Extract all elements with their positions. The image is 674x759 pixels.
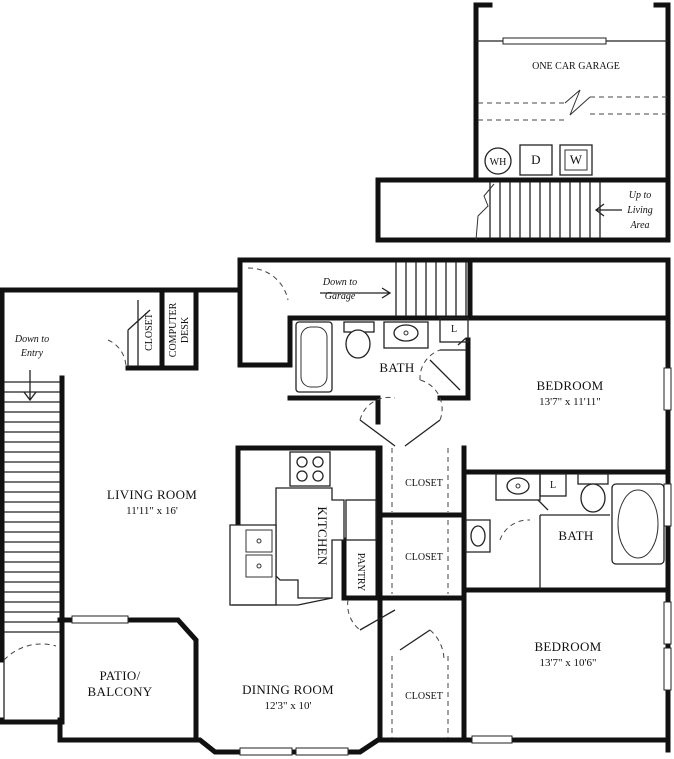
living-room-size: 11'11" x 16' (126, 505, 178, 517)
down-to-entry-note-2: Entry (20, 348, 44, 359)
patio-label-1: PATIO/ (99, 668, 140, 683)
dining-room-name: DINING ROOM (242, 682, 334, 697)
room-labels: CLOSET COMPUTER DESK BATH L BEDROOM 13'7… (88, 302, 604, 712)
closet-2-label: CLOSET (405, 552, 443, 563)
patio-label-2: BALCONY (88, 684, 153, 699)
entry-stairs: Down to Entry (3, 334, 60, 720)
closet-1-label: CLOSET (405, 478, 443, 489)
lower-bath-fixtures (465, 473, 665, 590)
down-to-garage-note-2: Garage (325, 291, 356, 302)
upper-bath-label: BATH (379, 360, 414, 375)
upper-linen-label: L (451, 324, 457, 335)
interior-walls (57, 257, 671, 743)
dryer-label: D (531, 152, 541, 167)
up-to-living-note-2: Living (626, 205, 653, 216)
lower-bath-label: BATH (558, 528, 593, 543)
water-heater-label: WH (490, 157, 507, 168)
up-to-living-note-1: Up to (629, 190, 652, 201)
pantry-label: PANTRY (355, 553, 366, 592)
upper-bath-fixtures (295, 317, 469, 393)
bedroom-2-size: 13'7" x 10'6" (540, 657, 597, 669)
garage-label: ONE CAR GARAGE (532, 61, 620, 72)
lower-linen-label: L (550, 480, 556, 491)
closet-3-label: CLOSET (405, 691, 443, 702)
computer-desk-label-2: DESK (180, 316, 191, 343)
dining-room-size: 12'3" x 10' (265, 700, 312, 712)
hall-stairs (395, 262, 467, 316)
computer-desk-label-1: COMPUTER (168, 302, 179, 357)
bedroom-1-size: 13'7" x 11'11" (539, 396, 601, 408)
down-to-garage-note-1: Down to (322, 277, 357, 288)
down-to-entry-note-1: Down to (14, 334, 49, 345)
washer-label: W (570, 152, 583, 167)
up-to-living-note-3: Area (629, 220, 649, 231)
kitchen-label: KITCHEN (315, 506, 330, 565)
garage: ONE CAR GARAGE WH D W (473, 2, 671, 181)
bedroom-2-name: BEDROOM (534, 639, 601, 654)
garage-stairs: Up to Living Area (375, 177, 671, 243)
kitchen-fixtures (229, 451, 377, 606)
living-closet-label: CLOSET (144, 313, 155, 351)
living-room-name: LIVING ROOM (107, 487, 197, 502)
bedroom-1-name: BEDROOM (536, 378, 603, 393)
